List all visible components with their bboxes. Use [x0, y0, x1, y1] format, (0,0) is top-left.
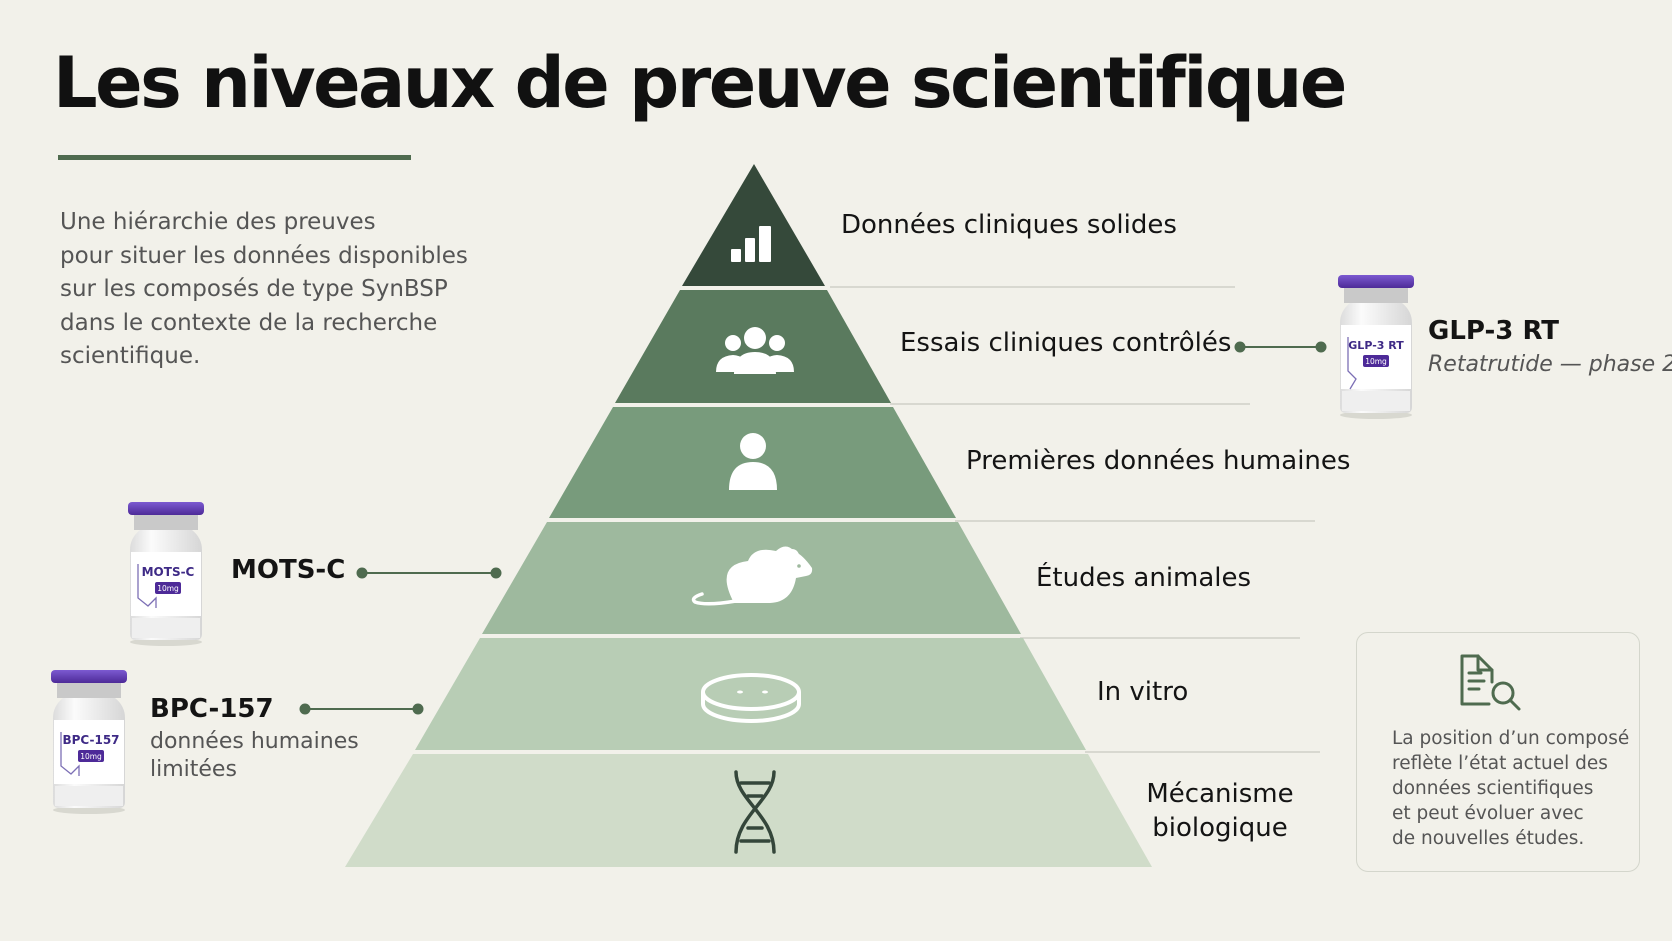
tier-label-controlled-trials: Essais cliniques contrôlés	[900, 328, 1232, 358]
petri-dish-icon	[701, 673, 801, 723]
vial-label: MOTS-C	[142, 565, 195, 579]
mots-vial-image: MOTS-C 10mg	[128, 502, 204, 646]
vial-label: BPC-157	[62, 733, 119, 747]
tier-label-clinical-data: Données cliniques solides	[841, 210, 1177, 240]
tier-label-line: biologique	[1152, 813, 1288, 843]
intro-line: sur les composés de type SynBSP	[60, 276, 448, 302]
intro-line: Une hiérarchie des preuves	[60, 209, 376, 235]
bpc-subtitle-line: données humaines	[150, 729, 359, 754]
note-line: La position d’un composé	[1392, 728, 1630, 749]
bpc-connector	[299, 703, 424, 715]
person-icon	[729, 433, 777, 490]
vial-dose: 10mg	[1365, 357, 1387, 366]
note-box: La position d’un composé reflète l’état …	[1356, 632, 1640, 872]
tier-1-shape	[682, 164, 825, 286]
intro-line: dans le contexte de la recherche	[60, 309, 438, 336]
page-title: Les niveaux de preuve scientifique	[53, 42, 1347, 124]
vial-dose: 10mg	[80, 752, 102, 761]
tier-guide-lines	[830, 286, 1320, 753]
tier-label-line: Mécanisme	[1146, 779, 1294, 809]
mouse-icon	[691, 546, 813, 606]
note-line: et peut évoluer avec	[1392, 803, 1584, 824]
note-line: reflète l’état actuel des	[1392, 753, 1608, 774]
tier-label-first-human-data: Premières données humaines	[966, 446, 1351, 476]
tier-label-biological-mechanism: Mécanisme biologique	[1140, 777, 1300, 845]
note-line: données scientifiques	[1392, 778, 1594, 799]
glp3-subtitle: Retatrutide — phase 2	[1428, 352, 1672, 377]
intro-line: pour situer les données disponibles	[60, 242, 468, 269]
intro-line: scientifique.	[60, 343, 201, 369]
glp3-vial-image: GLP-3 RT 10mg	[1338, 275, 1414, 419]
mots-name: MOTS-C	[231, 555, 346, 585]
glp3-connector	[1234, 341, 1327, 353]
title-underline	[58, 155, 411, 160]
vial-dose: 10mg	[157, 584, 179, 593]
tier-label-animal-studies: Études animales	[1036, 563, 1252, 593]
tier-6-shape	[345, 754, 1152, 867]
bpc-subtitle-line: limitées	[150, 757, 237, 782]
dna-icon	[734, 770, 776, 854]
vial-label: GLP-3 RT	[1348, 339, 1404, 352]
tier-5-shape	[415, 638, 1086, 750]
note-text: La position d’un composé reflète l’état …	[1392, 726, 1632, 851]
note-line: de nouvelles études.	[1392, 828, 1585, 849]
tier-label-in-vitro: In vitro	[1097, 677, 1189, 707]
document-search-icon	[1460, 654, 1521, 711]
group-icon	[716, 327, 794, 374]
mots-connector	[356, 567, 502, 579]
intro-text: Une hiérarchie des preuves pour situer l…	[60, 206, 480, 374]
bpc-name: BPC-157	[150, 694, 274, 724]
bar-chart-icon	[731, 226, 771, 262]
glp3-name: GLP-3 RT	[1428, 316, 1560, 346]
bpc-vial-image: BPC-157 10mg	[51, 670, 127, 814]
